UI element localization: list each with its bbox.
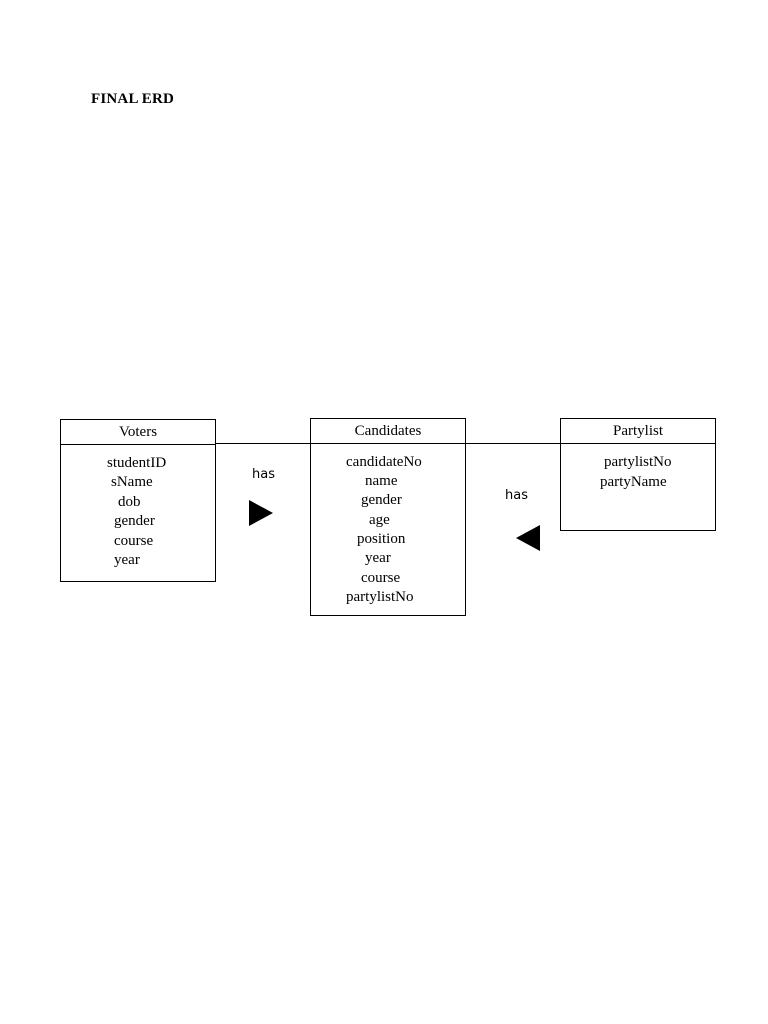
entity-partylist-attr: partyName (600, 474, 667, 490)
entity-candidates-attr: year (365, 550, 391, 566)
entity-candidates: Candidates candidateNo name gender age p… (310, 418, 466, 616)
entity-voters-attr: dob (118, 494, 141, 510)
arrow-right-icon (249, 500, 273, 526)
entity-candidates-attr: gender (361, 492, 402, 508)
arrow-left-icon (516, 525, 540, 551)
entity-voters-attr: gender (114, 513, 155, 529)
entity-voters: Voters studentID sName dob gender course… (60, 419, 216, 582)
entity-voters-attr: year (114, 552, 140, 568)
entity-candidates-attr: candidateNo (346, 454, 422, 470)
entity-candidates-name: Candidates (311, 419, 465, 444)
relationship-label: has (505, 488, 528, 503)
entity-partylist: Partylist partylistNo partyName (560, 418, 716, 531)
connector-candidates-partylist (465, 443, 561, 444)
entity-candidates-attr: partylistNo (346, 589, 414, 605)
entity-candidates-attr: position (357, 531, 406, 547)
connector-voters-candidates (215, 443, 311, 444)
entity-partylist-name: Partylist (561, 419, 715, 444)
entity-candidates-attr: age (369, 512, 390, 528)
entity-partylist-attr: partylistNo (604, 454, 672, 470)
relationship-label: has (252, 467, 275, 482)
entity-voters-attr: sName (111, 474, 153, 490)
entity-voters-attr: course (114, 533, 154, 549)
entity-voters-name: Voters (61, 420, 215, 445)
entity-candidates-attr: name (365, 473, 398, 489)
entity-voters-attr: studentID (107, 455, 167, 471)
diagram-title: FINAL ERD (91, 91, 175, 107)
entity-candidates-attr: course (361, 570, 401, 586)
